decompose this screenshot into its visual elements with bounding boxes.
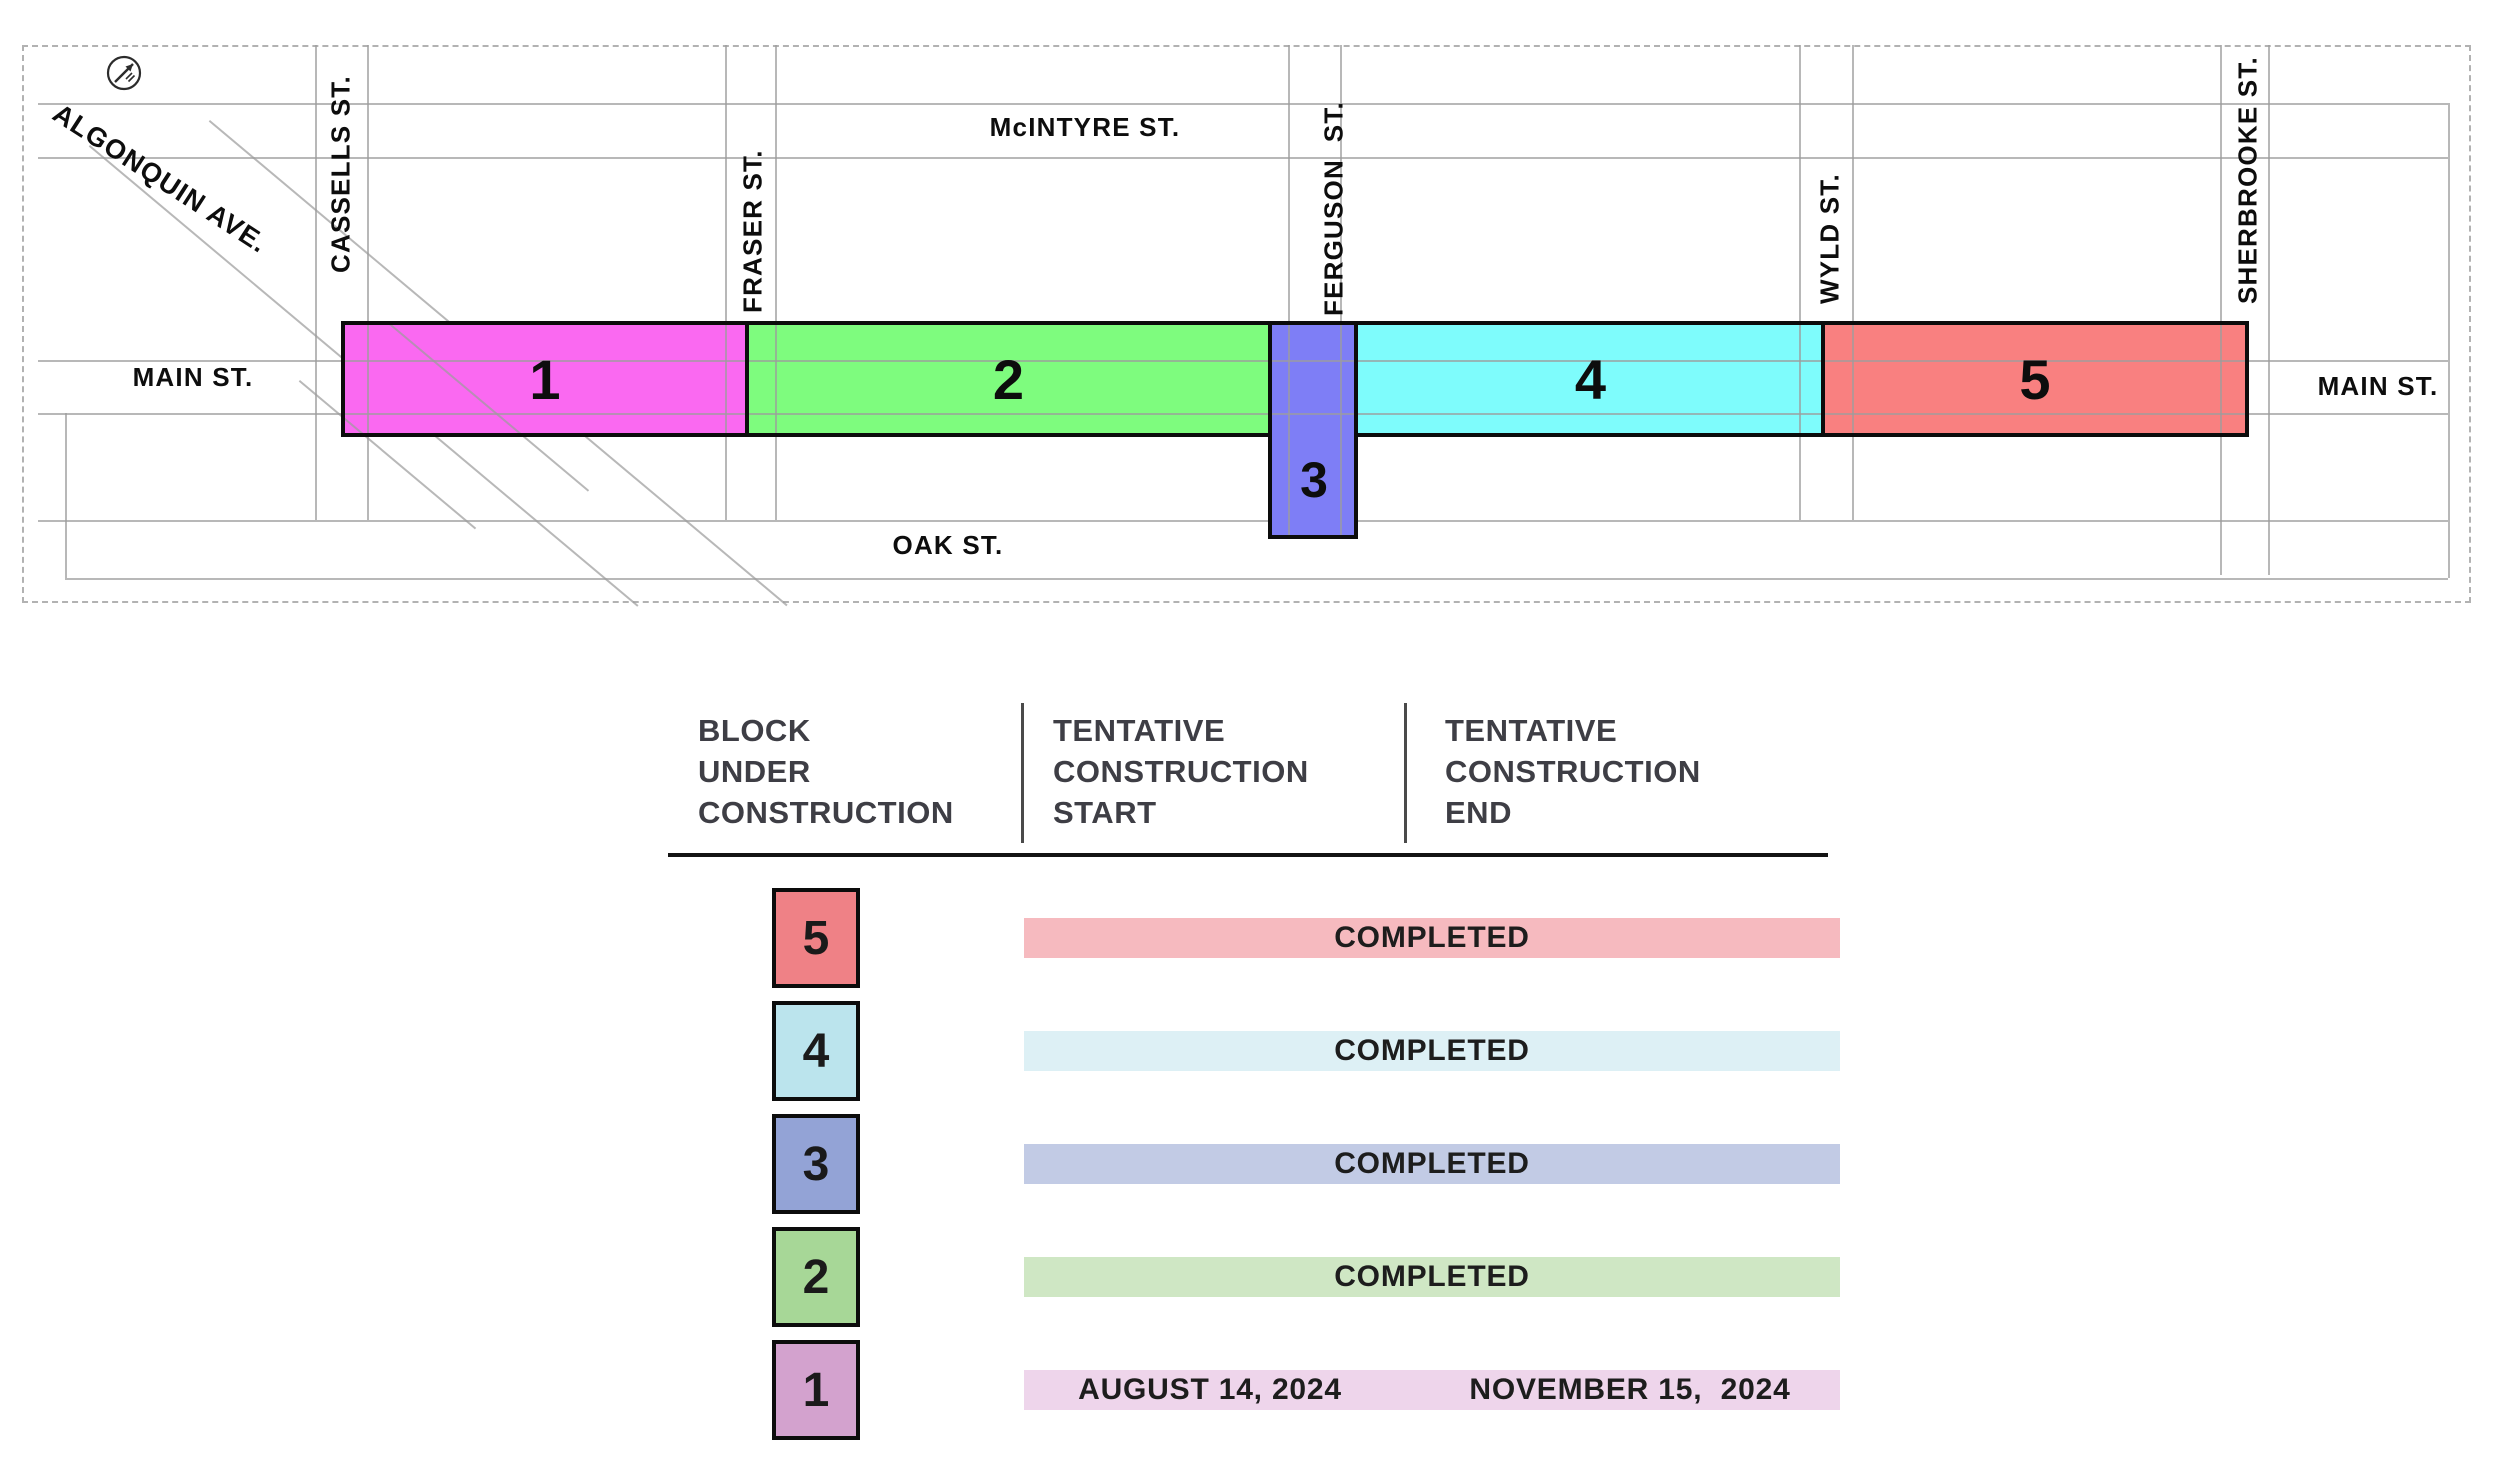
header-line: UNDER [698,754,811,789]
street-label-cassells-st: CASSELLS ST. [325,75,356,274]
street-label-fraser-st: FRASER ST. [737,149,768,313]
column-header-start: TENTATIVE CONSTRUCTION START [1053,710,1309,833]
grid-line-vertical [1340,45,1342,520]
zone-number-2: 2 [992,347,1025,411]
legend-bar-5: COMPLETED [1024,918,1840,958]
cross-street-line [367,323,369,435]
compass-icon [105,54,143,92]
zone-border-line [1354,433,2249,437]
zone-border-line [341,321,345,437]
map-zone-3 [1270,323,1358,537]
zone-number-3: 3 [1300,452,1328,508]
header-underline [668,853,1828,857]
cross-street-line [725,323,727,435]
zone-border-line [1268,535,1358,539]
header-divider-1 [1021,703,1024,843]
cross-street-line [2220,323,2222,435]
date-start: AUGUST 14, 2024 [1078,1373,1342,1406]
header-line: START [1053,795,1157,830]
street-label-ferguson-st: FERGUSON ST. [1318,101,1349,317]
zone-number-5: 5 [2019,347,2051,411]
grid-line-vertical [1288,45,1290,520]
cross-street-line [1799,323,1801,435]
map-zone-2 [747,323,1270,435]
cross-street-line [1288,323,1290,537]
grid-line-vertical [2448,103,2450,578]
cross-street-line [775,323,777,435]
zone-border-line [1821,321,1825,437]
street-label-oak-st: OAK ST. [892,530,1004,560]
header-divider-2 [1404,703,1407,843]
grid-line-vertical [2220,45,2222,575]
grid-line-vertical [1799,45,1801,520]
zone-border-line [745,321,749,437]
zone-border-line [341,321,2249,325]
header-line: TENTATIVE [1053,713,1226,748]
column-header-block: BLOCK UNDER CONSTRUCTION [698,710,954,833]
street-label-main-st-left: MAIN ST. [132,362,254,392]
legend-bar-2: COMPLETED [1024,1257,1840,1297]
legend-square-5: 5 [772,888,860,988]
zone-border-line [2245,321,2249,437]
column-header-end: TENTATIVE CONSTRUCTION END [1445,710,1701,833]
legend-square-2: 2 [772,1227,860,1327]
header-line: END [1445,795,1512,830]
map-zone-5 [1823,323,2247,435]
header-line: BLOCK [698,713,811,748]
grid-line-horizontal [38,103,2448,105]
zone-number-1: 1 [529,347,561,411]
status-text: COMPLETED [1334,1147,1530,1180]
grid-line-vertical [315,45,317,520]
status-text: COMPLETED [1334,1260,1530,1293]
cross-street-line [1852,323,1854,435]
grid-line-vertical [2268,45,2270,575]
legend-bar-4: COMPLETED [1024,1031,1840,1071]
grid-line-horizontal [38,520,2448,522]
street-label-wyld-st: WYLD ST. [1814,173,1845,305]
street-label-main-st-right: MAIN ST. [2317,371,2439,401]
grid-line-vertical [367,45,369,520]
street-label-mcintyre-st: McINTYRE ST. [989,112,1181,142]
main-st-edge-line [343,360,2247,362]
cross-street-line [1340,323,1342,537]
status-text: COMPLETED [1334,921,1530,954]
date-end: NOVEMBER 15, 2024 [1469,1373,1791,1406]
grid-line-vertical [65,413,67,578]
zone-border-line [1354,321,1358,539]
legend-square-3: 3 [772,1114,860,1214]
legend-square-1: 1 [772,1340,860,1440]
grid-line-horizontal [38,157,2448,159]
status-text: COMPLETED [1334,1034,1530,1067]
grid-line-vertical [775,45,777,520]
map-zone-4 [1358,323,1823,435]
street-label-sherbrooke-st: SHERBROOKE ST. [2232,56,2263,304]
header-line: CONSTRUCTION [1445,754,1701,789]
zone-border-line [341,433,1272,437]
map-dashed-border [22,45,2471,603]
header-line: TENTATIVE [1445,713,1618,748]
legend-bar-3: COMPLETED [1024,1144,1840,1184]
header-line: CONSTRUCTION [1053,754,1309,789]
main-st-edge-line [343,413,2247,415]
grid-line-vertical [725,45,727,520]
legend-bar-1: AUGUST 14, 2024 NOVEMBER 15, 2024 [1024,1370,1840,1410]
zone-number-4: 4 [1574,347,1607,411]
grid-line-vertical [1852,45,1854,520]
legend-square-4: 4 [772,1001,860,1101]
header-line: CONSTRUCTION [698,795,954,830]
zone-border-line [1268,321,1272,539]
grid-line-horizontal [65,578,2448,580]
